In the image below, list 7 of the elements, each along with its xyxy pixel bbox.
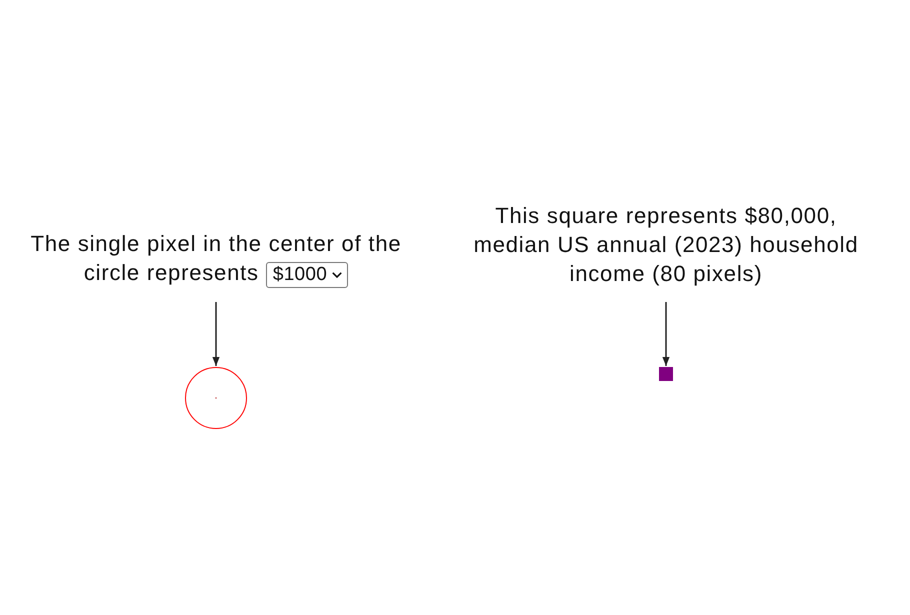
circle-symbol: [185, 367, 247, 429]
amount-dropdown: $1000: [266, 262, 348, 288]
arrow: [662, 302, 670, 366]
description-text: This square represents $80,000, median US annual (2023) household income (80 pixels): [463, 201, 869, 302]
square-marker: [659, 367, 673, 381]
arrow: [212, 302, 220, 366]
description-text: The single pixel in the center of the circle represents $1000: [21, 229, 411, 302]
